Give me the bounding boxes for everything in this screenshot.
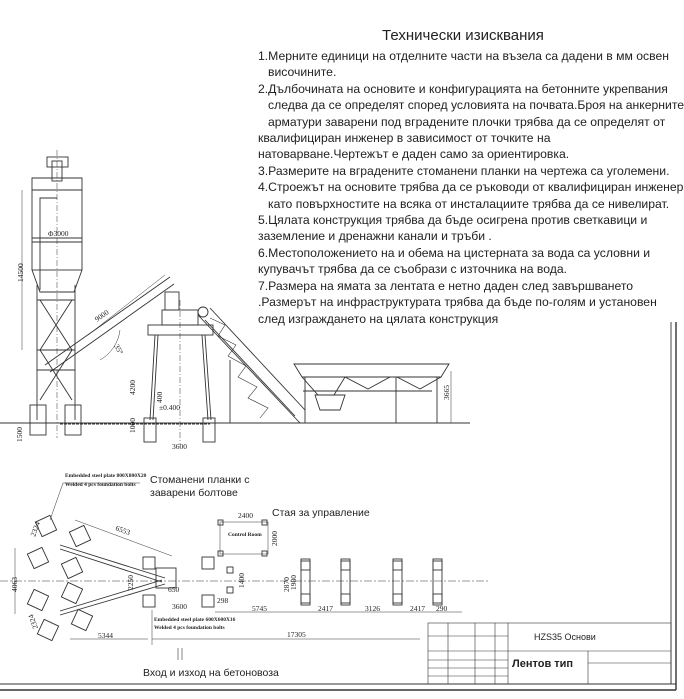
belt-conveyor (197, 306, 306, 424)
dim-mixer-span: 3600 (172, 442, 187, 451)
dim-foundation-depth: 1000 (128, 418, 137, 433)
requirement-line: 2.Дълбочината на основите и конфигурация… (258, 81, 668, 96)
control-room-label: Стая за управление (272, 507, 370, 519)
plate-large-bolts: Welded 4 pcs foundation bolts (65, 482, 136, 488)
dim: 650 (168, 585, 180, 594)
dim: 1400 (237, 573, 246, 588)
plate-note-line1: Стоманени планки с (150, 474, 249, 486)
dim: 2000 (270, 531, 279, 546)
dim: 5344 (98, 631, 113, 640)
drawing-type: Лентов тип (512, 658, 573, 670)
truck-entry-label: Вход и изход на бетоновоза (143, 667, 279, 679)
dim: 6553 (114, 523, 131, 537)
requirement-line: 1.Мерните единици на отделните части на … (258, 49, 669, 63)
requirement-line: като повърхностите на всяка от инсталаци… (268, 196, 670, 211)
mixer-platform (143, 291, 216, 445)
dim-level: ±0.400 (159, 403, 180, 412)
requirement-line: 7.Размера на ямата за лентата е нетно да… (258, 278, 634, 293)
title-block (427, 622, 672, 685)
requirements-title: Технически изисквания (382, 27, 544, 44)
requirement-line: арматури заварени под вградените плочки … (268, 114, 666, 129)
requirement-line: .Размерът на инфраструктурата трябва да … (258, 295, 657, 310)
dim: 298 (217, 596, 229, 605)
control-room-en: Control Room (228, 532, 262, 538)
plate-small-label: Embedded steel plate 600X600X16 (154, 617, 236, 623)
dim: 2324 (28, 520, 42, 537)
dim-screw-length: 9000 (93, 308, 111, 324)
plate-large-label: Embedded steel plate 800X800X20 (65, 473, 147, 479)
dim-offset: 400 (155, 392, 164, 404)
dim: 5745 (252, 604, 267, 613)
requirement-line: квалифициран инженер в зависимост от точ… (258, 131, 551, 146)
requirement-line: 4.Строежът на основите трябва да се ръко… (258, 180, 684, 195)
requirement-line: 3.Размерите на вградените стоманени план… (258, 163, 670, 178)
dim: 3126 (365, 604, 380, 613)
dim: 1980 (289, 575, 298, 590)
dim: 2417 (318, 604, 333, 613)
dim-silo-diameter: Φ3000 (48, 229, 69, 238)
plate-note-line2: заварени болтове (150, 487, 238, 499)
requirement-line: купувачът трябва да се съобрази с източн… (258, 262, 568, 277)
dim: 4063 (10, 577, 19, 592)
technical-requirements: Технически изисквания 1.Мерните единици … (258, 26, 684, 327)
dim-bin-height: 3665 (442, 385, 451, 400)
dim: 2870 (282, 577, 291, 592)
dim: 2250 (126, 575, 135, 590)
dim: 3600 (172, 602, 187, 611)
dim: 17305 (287, 630, 306, 639)
cement-silo (21, 150, 83, 438)
screw-conveyor (44, 274, 175, 373)
requirement-line: заземление и дренажни канали и тръби . (258, 229, 492, 244)
dim-mixer-height: 4200 (128, 380, 137, 395)
requirement-line: след изграждането на цялата конструкция (258, 311, 499, 326)
dim: 290 (436, 604, 448, 613)
requirement-line: 5.Цялата конструкция трябва да бъде осиг… (258, 213, 648, 228)
aggregate-bins (293, 363, 452, 423)
plate-small-bolts: Welded 4 pcs foundation bolts (154, 625, 225, 631)
dim: 2417 (410, 604, 425, 613)
requirement-line: натоварване.Чертежът е даден само за ори… (258, 147, 570, 162)
drawing-name: HZS35 Основи (534, 632, 596, 642)
dim: 2400 (238, 511, 253, 520)
dim: 2324 (26, 613, 40, 630)
plan-view (0, 482, 490, 660)
requirement-line: височините. (268, 65, 337, 80)
requirement-line: следва да се определят според условията … (268, 98, 684, 113)
dim-screw-angle: 35° (112, 343, 125, 357)
dim-silo-foundation: 1500 (15, 427, 24, 442)
requirement-line: 6.Местоположението на и обема на цистерн… (258, 245, 651, 260)
dim-silo-height: 14500 (16, 263, 25, 282)
